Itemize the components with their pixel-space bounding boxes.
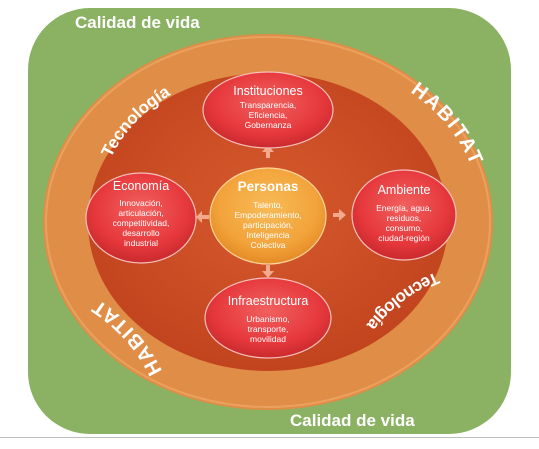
node-personas: Personas Talento, Empoderamiento, partic… — [209, 167, 327, 265]
node-line: Transparencia, — [240, 100, 296, 110]
node-line: Energía, agua, — [376, 203, 432, 213]
quality-of-life-top-label: Calidad de vida — [75, 13, 200, 32]
node-ambiente: Ambiente Energía, agua, residuos, consum… — [351, 169, 457, 261]
node-line: Colectiva — [251, 240, 286, 250]
node-line: Urbanismo, — [246, 314, 289, 324]
node-line: industrial — [124, 238, 158, 248]
node-title: Economía — [113, 179, 169, 193]
node-title: Personas — [238, 179, 299, 194]
arrow-down-icon — [262, 265, 274, 278]
node-line: Empoderamiento, — [234, 210, 301, 220]
node-line: transporte, — [248, 324, 289, 334]
node-line: articulación, — [118, 208, 163, 218]
node-line: movilidad — [250, 334, 286, 344]
node-line: participación, — [243, 220, 293, 230]
node-line: consumo, — [386, 223, 423, 233]
node-line: ciudad-región — [378, 233, 430, 243]
node-line: Innovación, — [119, 198, 162, 208]
node-economia: Economía Innovación, articulación, compe… — [85, 172, 197, 264]
node-title: Infraestructura — [228, 294, 309, 308]
connector-arrows — [196, 145, 346, 278]
node-infraestructura: Infraestructura Urbanismo, transporte, m… — [204, 277, 332, 359]
arrow-right-icon — [333, 209, 346, 221]
node-line: competitividad, — [113, 218, 170, 228]
node-title: Instituciones — [233, 84, 302, 98]
node-line: Eficiencia, — [249, 110, 288, 120]
node-line: Inteligencia — [246, 230, 289, 240]
arrow-up-icon — [262, 145, 274, 158]
divider-line — [0, 437, 539, 438]
node-line: Talento, — [253, 200, 283, 210]
node-line: residuos, — [387, 213, 422, 223]
node-instituciones: Instituciones Transparencia, Eficiencia,… — [202, 71, 334, 149]
node-line: Gobernanza — [245, 120, 292, 130]
arrow-left-icon — [196, 211, 209, 223]
node-line: desarrollo — [122, 228, 160, 238]
node-title: Ambiente — [378, 183, 431, 197]
quality-of-life-bottom-label: Calidad de vida — [290, 411, 415, 430]
